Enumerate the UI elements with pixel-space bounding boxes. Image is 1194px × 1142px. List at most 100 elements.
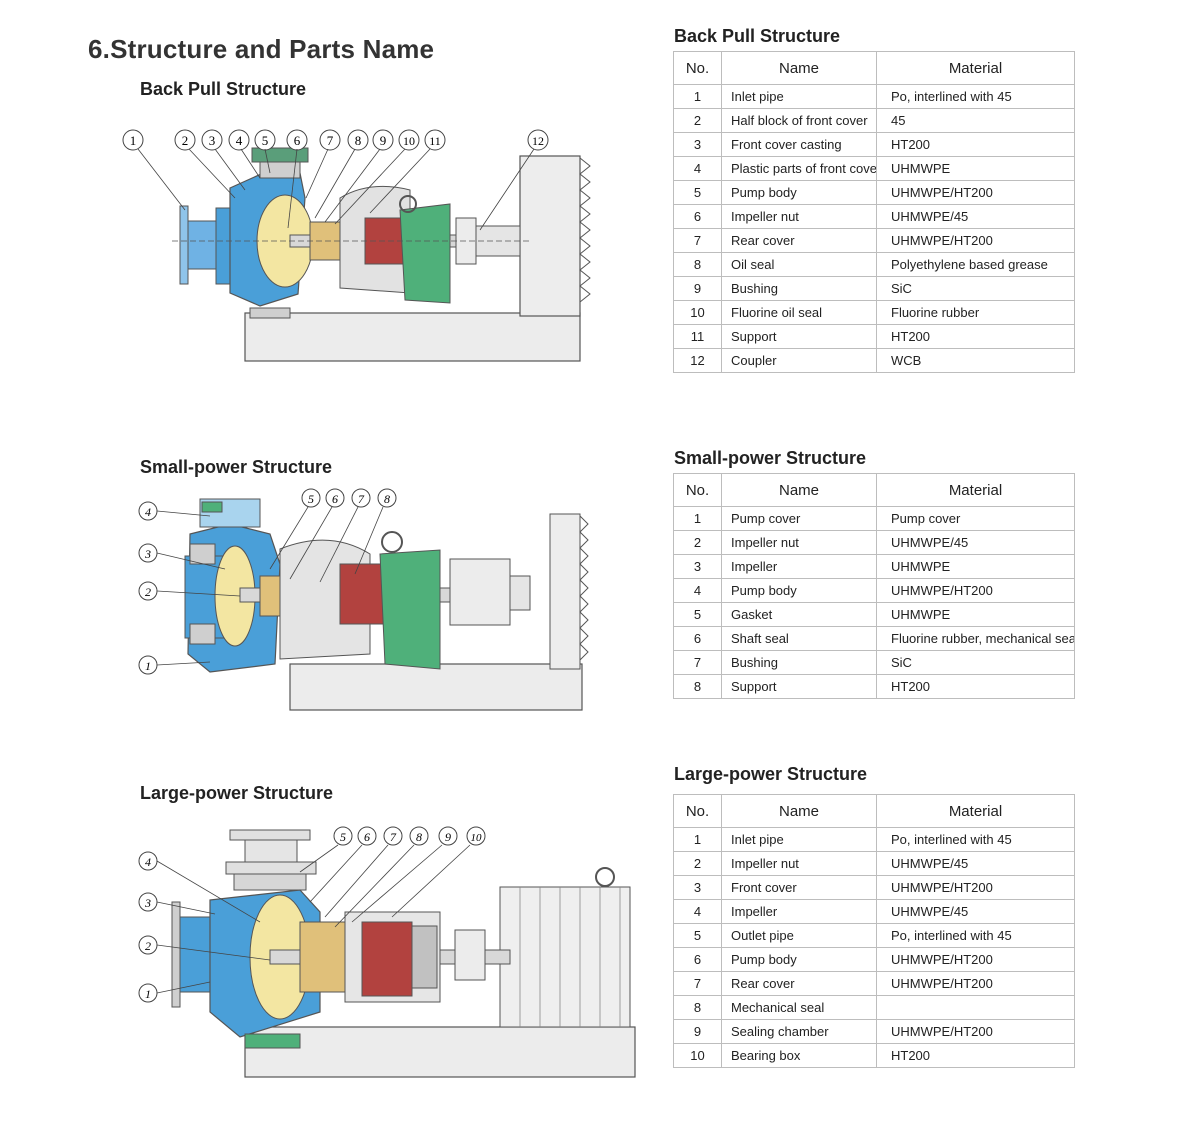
part-material: Fluorine rubber, mechanical seal <box>876 626 1075 651</box>
column-header-material: Material <box>876 51 1075 85</box>
part-name: Rear cover <box>721 971 877 996</box>
callout-label: 6 <box>294 133 301 148</box>
part-no: 8 <box>673 252 722 277</box>
part-name: Oil seal <box>721 252 877 277</box>
callout-label: 7 <box>358 492 365 506</box>
part-material: HT200 <box>876 132 1075 157</box>
callout-row: 1 2 3 4 5 6 7 8 9 10 <box>138 826 486 1003</box>
part-material: SiC <box>876 650 1075 675</box>
part-no: 11 <box>673 324 722 349</box>
part-no: 10 <box>673 1043 722 1068</box>
part-name: Impeller <box>721 554 877 579</box>
table-header-row: No. Name Material <box>673 51 1075 85</box>
large-power-table-title: Large-power Structure <box>674 764 868 784</box>
shaft-and-bearing <box>239 531 531 670</box>
callout-label: 8 <box>416 830 422 844</box>
callout-label: 6 <box>332 492 338 506</box>
back-pull-diagram: 1 2 3 4 5 6 7 8 9 10 11 12 <box>122 129 591 362</box>
callout-label: 9 <box>445 830 451 844</box>
part-material: UHMWPE/HT200 <box>876 228 1075 253</box>
part-name: Front cover <box>721 875 877 900</box>
callout-row: 1 2 3 4 5 6 7 8 9 10 11 12 <box>122 129 549 231</box>
callout-label: 8 <box>355 133 362 148</box>
part-name: Inlet pipe <box>721 827 877 852</box>
callout-label: 12 <box>532 134 544 148</box>
part-material: UHMWPE/HT200 <box>876 180 1075 205</box>
callout-label: 3 <box>144 896 151 910</box>
part-no: 1 <box>673 506 722 531</box>
table-header-row: No. Name Material <box>673 794 1075 828</box>
part-material: HT200 <box>876 324 1075 349</box>
part-no: 5 <box>673 923 722 948</box>
part-name: Pump cover <box>721 506 877 531</box>
small-power-diagram-title: Small-power Structure <box>140 457 333 477</box>
part-name: Impeller nut <box>721 851 877 876</box>
column-header-name: Name <box>721 473 877 507</box>
part-name: Outlet pipe <box>721 923 877 948</box>
callout-label: 4 <box>145 855 151 869</box>
part-name: Fluorine oil seal <box>721 300 877 325</box>
part-no: 7 <box>673 971 722 996</box>
callout-label: 9 <box>380 133 387 148</box>
part-no: 3 <box>673 875 722 900</box>
callout-label: 1 <box>145 659 151 673</box>
part-no: 9 <box>673 276 722 301</box>
part-material: UHMWPE/45 <box>876 530 1075 555</box>
part-name: Inlet pipe <box>721 84 877 109</box>
callout-label: 1 <box>130 133 137 148</box>
part-no: 12 <box>673 348 722 373</box>
inlet-pipe <box>179 205 231 285</box>
part-name: Support <box>721 674 877 699</box>
table-header-row: No. Name Material <box>673 473 1075 507</box>
callout-label: 5 <box>262 133 269 148</box>
pump-body <box>229 147 314 319</box>
part-no: 8 <box>673 674 722 699</box>
shaft-and-bearing <box>289 185 521 304</box>
part-no: 4 <box>673 899 722 924</box>
part-name: Support <box>721 324 877 349</box>
part-name: Gasket <box>721 602 877 627</box>
part-material: UHMWPE/HT200 <box>876 971 1075 996</box>
part-no: 6 <box>673 204 722 229</box>
callout-label: 10 <box>471 832 483 844</box>
part-name: Mechanical seal <box>721 995 877 1020</box>
page-heading: 6.Structure and Parts Name <box>88 34 435 64</box>
column-header-no: No. <box>673 794 722 828</box>
part-material: UHMWPE/HT200 <box>876 875 1075 900</box>
part-no: 3 <box>673 132 722 157</box>
column-header-name: Name <box>721 794 877 828</box>
column-header-material: Material <box>876 473 1075 507</box>
small-power-diagram: 1 2 3 4 5 6 7 8 <box>138 488 589 711</box>
part-name: Impeller nut <box>721 530 877 555</box>
callout-label: 6 <box>364 830 370 844</box>
part-name: Shaft seal <box>721 626 877 651</box>
part-material: SiC <box>876 276 1075 301</box>
part-name: Bearing box <box>721 1043 877 1068</box>
part-no: 10 <box>673 300 722 325</box>
part-material: UHMWPE <box>876 554 1075 579</box>
part-material: UHMWPE/45 <box>876 204 1075 229</box>
pump-base <box>244 867 636 1078</box>
callout-label: 3 <box>209 133 216 148</box>
part-material: Polyethylene based grease <box>876 252 1075 277</box>
part-material: Po, interlined with 45 <box>876 923 1075 948</box>
part-no: 4 <box>673 578 722 603</box>
part-material: 45 <box>876 108 1075 133</box>
